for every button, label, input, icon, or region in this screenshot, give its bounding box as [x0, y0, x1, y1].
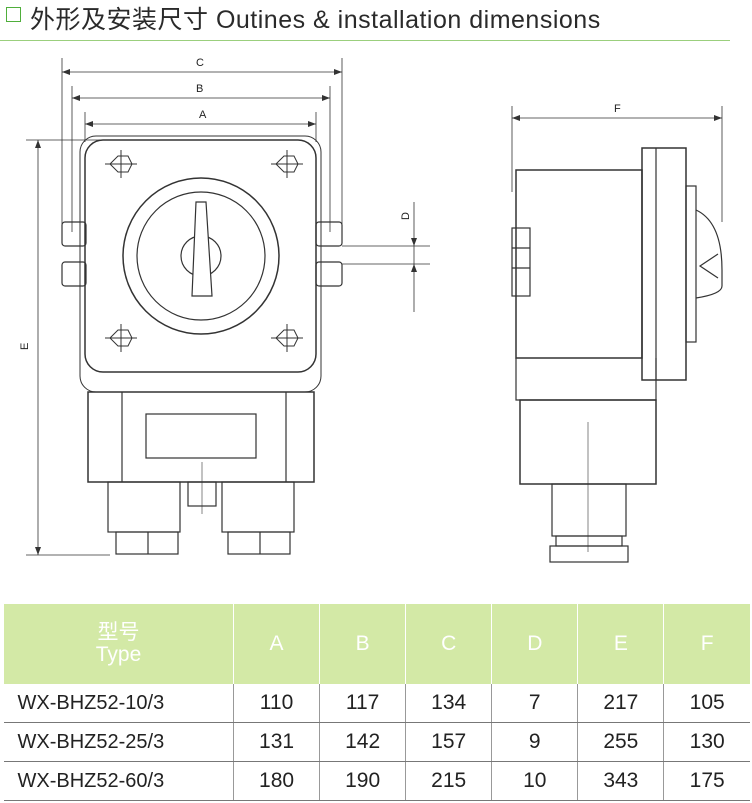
value-cell: 10: [491, 761, 578, 801]
table-row: WX-BHZ52-10/3 110 117 134 7 217 105: [3, 684, 750, 723]
value-cell: 105: [663, 684, 750, 723]
value-cell: 131: [232, 722, 320, 762]
dim-label-e: E: [19, 343, 31, 350]
type-cell: WX-BHZ52-25/3: [3, 722, 234, 762]
dim-label-c: C: [196, 57, 204, 69]
column-header-b: B: [319, 604, 406, 684]
dim-label-d: D: [400, 212, 412, 220]
value-cell: 215: [405, 761, 492, 801]
value-cell: 255: [577, 722, 664, 762]
column-header-d: D: [491, 604, 578, 684]
column-header-c: C: [405, 604, 492, 684]
value-cell: 110: [232, 684, 320, 723]
type-cell: WX-BHZ52-60/3: [3, 761, 234, 801]
value-cell: 157: [405, 722, 492, 762]
table-row: WX-BHZ52-25/3 131 142 157 9 255 130: [3, 722, 750, 762]
value-cell: 190: [319, 761, 406, 801]
value-cell: 130: [663, 722, 750, 762]
side-view: [511, 106, 723, 563]
dim-label-f: F: [614, 103, 621, 115]
dim-label-b: B: [196, 83, 203, 95]
table-header-row: 型号 Type A B C D E F: [3, 604, 750, 684]
type-header-en: Type: [95, 643, 142, 666]
section-title: 外形及安装尺寸 Outines & installation dimension…: [30, 6, 601, 34]
type-cell: WX-BHZ52-10/3: [3, 684, 234, 723]
dim-label-a: A: [199, 109, 207, 121]
outline-dimension-drawing: C B A D E F: [19, 57, 723, 563]
value-cell: 134: [405, 684, 492, 723]
value-cell: 117: [319, 684, 406, 723]
value-cell: 7: [491, 684, 578, 723]
checkbox-square-icon: [6, 7, 21, 22]
value-cell: 217: [577, 684, 664, 723]
column-header-a: A: [232, 604, 320, 684]
column-header-f: F: [663, 604, 750, 684]
column-header-e: E: [577, 604, 664, 684]
dimensions-table: 型号 Type A B C D E F WX-BHZ52-10/3 110 11…: [3, 604, 750, 801]
value-cell: 175: [663, 761, 750, 801]
column-header-type: 型号 Type: [3, 604, 234, 684]
section-header: 外形及安装尺寸 Outines & installation dimension…: [0, 0, 730, 41]
value-cell: 343: [577, 761, 664, 801]
table-row: WX-BHZ52-60/3 180 190 215 10 343 175: [3, 761, 750, 801]
value-cell: 180: [232, 761, 320, 801]
type-header-cn: 型号: [97, 621, 140, 644]
front-view: [26, 58, 430, 556]
value-cell: 9: [491, 722, 578, 762]
value-cell: 142: [319, 722, 406, 762]
